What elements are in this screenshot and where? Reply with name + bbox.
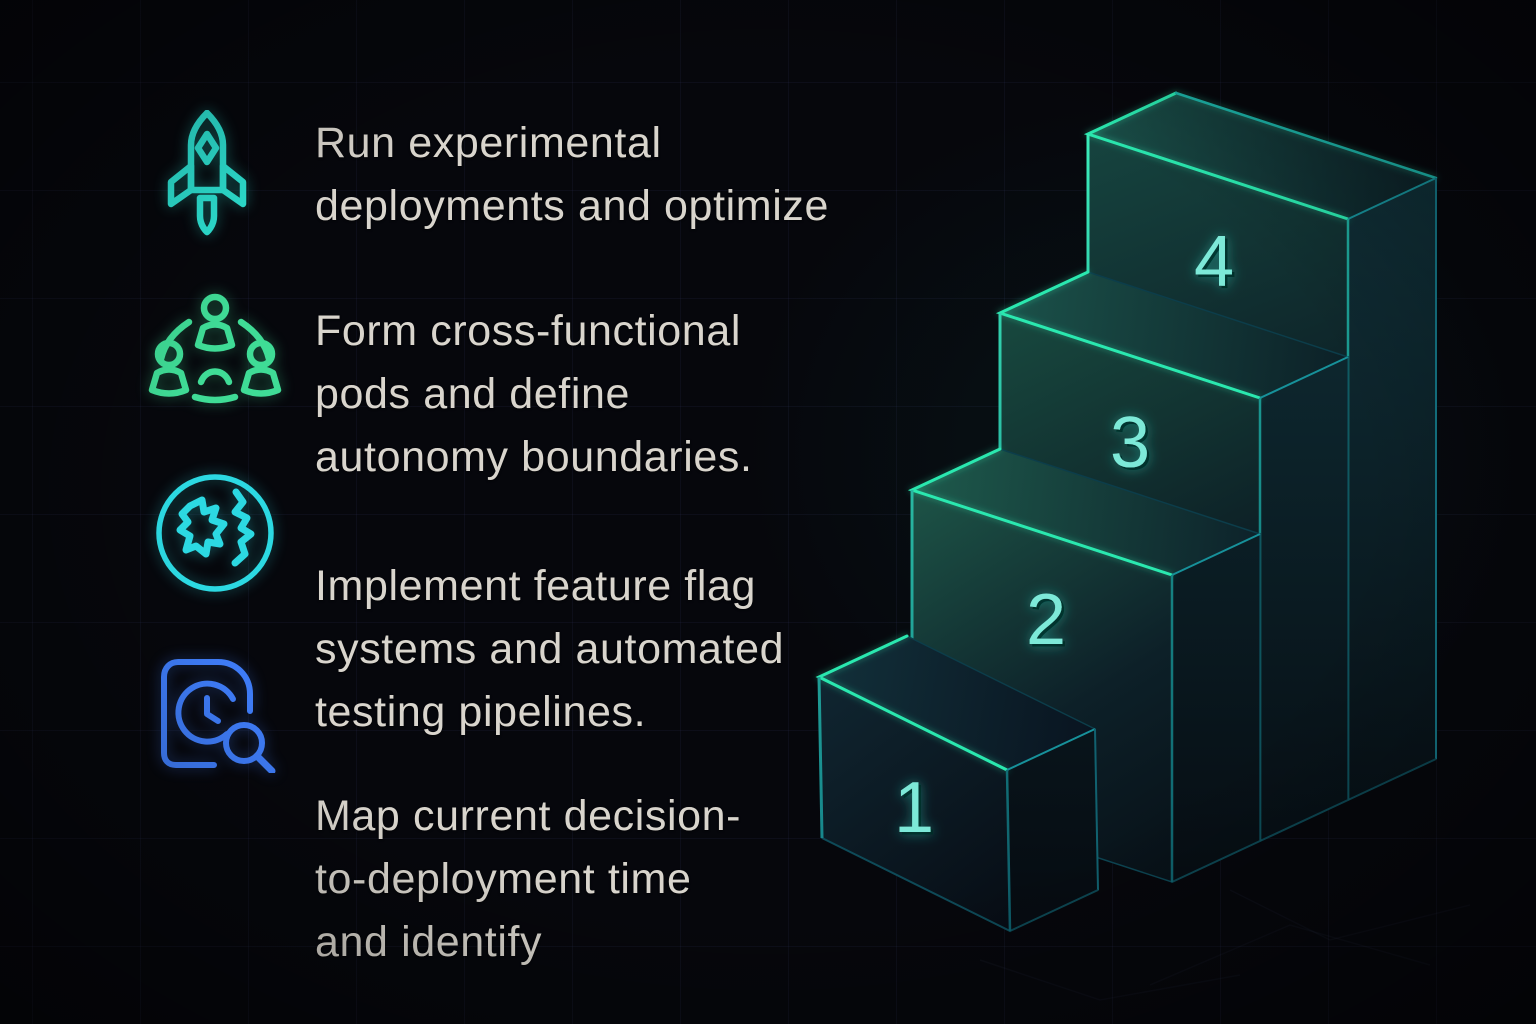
step-4-number: 4 (1194, 222, 1234, 302)
step-1-number: 1 (894, 768, 934, 848)
step-2-number: 2 (1026, 580, 1066, 660)
step-3-number: 3 (1110, 403, 1150, 483)
